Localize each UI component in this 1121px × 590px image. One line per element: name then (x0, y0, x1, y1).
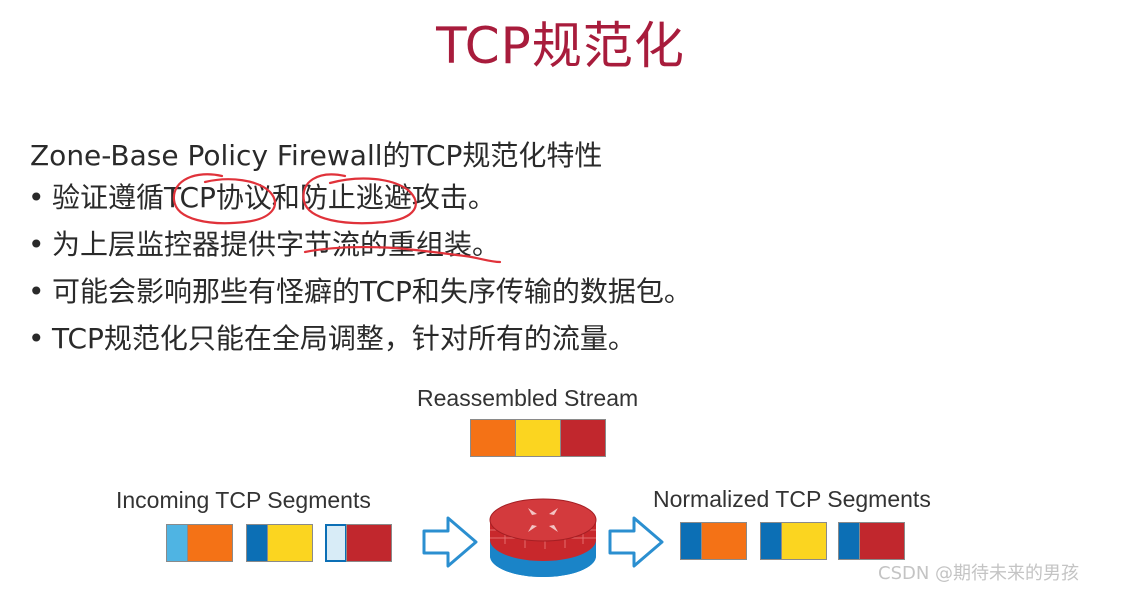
reassembled-segment-red (560, 419, 606, 457)
intro-text: Zone-Base Policy Firewall的TCP规范化特性 (30, 139, 603, 172)
reassembled-stream-label: Reassembled Stream (417, 385, 639, 411)
right-arrow-icon (422, 516, 478, 568)
bullet-text: TCP规范化只能在全局调整，针对所有的流量。 (52, 322, 636, 355)
bullet-item: •可能会影响那些有怪癖的TCP和失序传输的数据包。 (28, 272, 692, 319)
reassembled-segment-orange (470, 419, 516, 457)
bullet-list: •验证遵循TCP协议和防止逃避攻击。 •为上层监控器提供字节流的重组装。 •可能… (28, 178, 692, 366)
bullet-dot: • (28, 228, 45, 261)
bullet-item: •TCP规范化只能在全局调整，针对所有的流量。 (28, 319, 692, 366)
slide-title: TCP规范化 (436, 17, 685, 75)
bullet-dot: • (28, 322, 45, 355)
bullet-dot: • (28, 181, 45, 214)
reassembled-segment-yellow (515, 419, 561, 457)
bullet-text: 可能会影响那些有怪癖的TCP和失序传输的数据包。 (52, 275, 692, 308)
incoming-segments-label: Incoming TCP Segments (116, 487, 371, 513)
bullet-dot: • (28, 275, 45, 308)
watermark: CSDN @期待未来的男孩 (878, 563, 1080, 584)
router-icon (489, 498, 597, 577)
normalized-segments-label: Normalized TCP Segments (653, 486, 931, 512)
right-arrow-icon (608, 516, 664, 568)
